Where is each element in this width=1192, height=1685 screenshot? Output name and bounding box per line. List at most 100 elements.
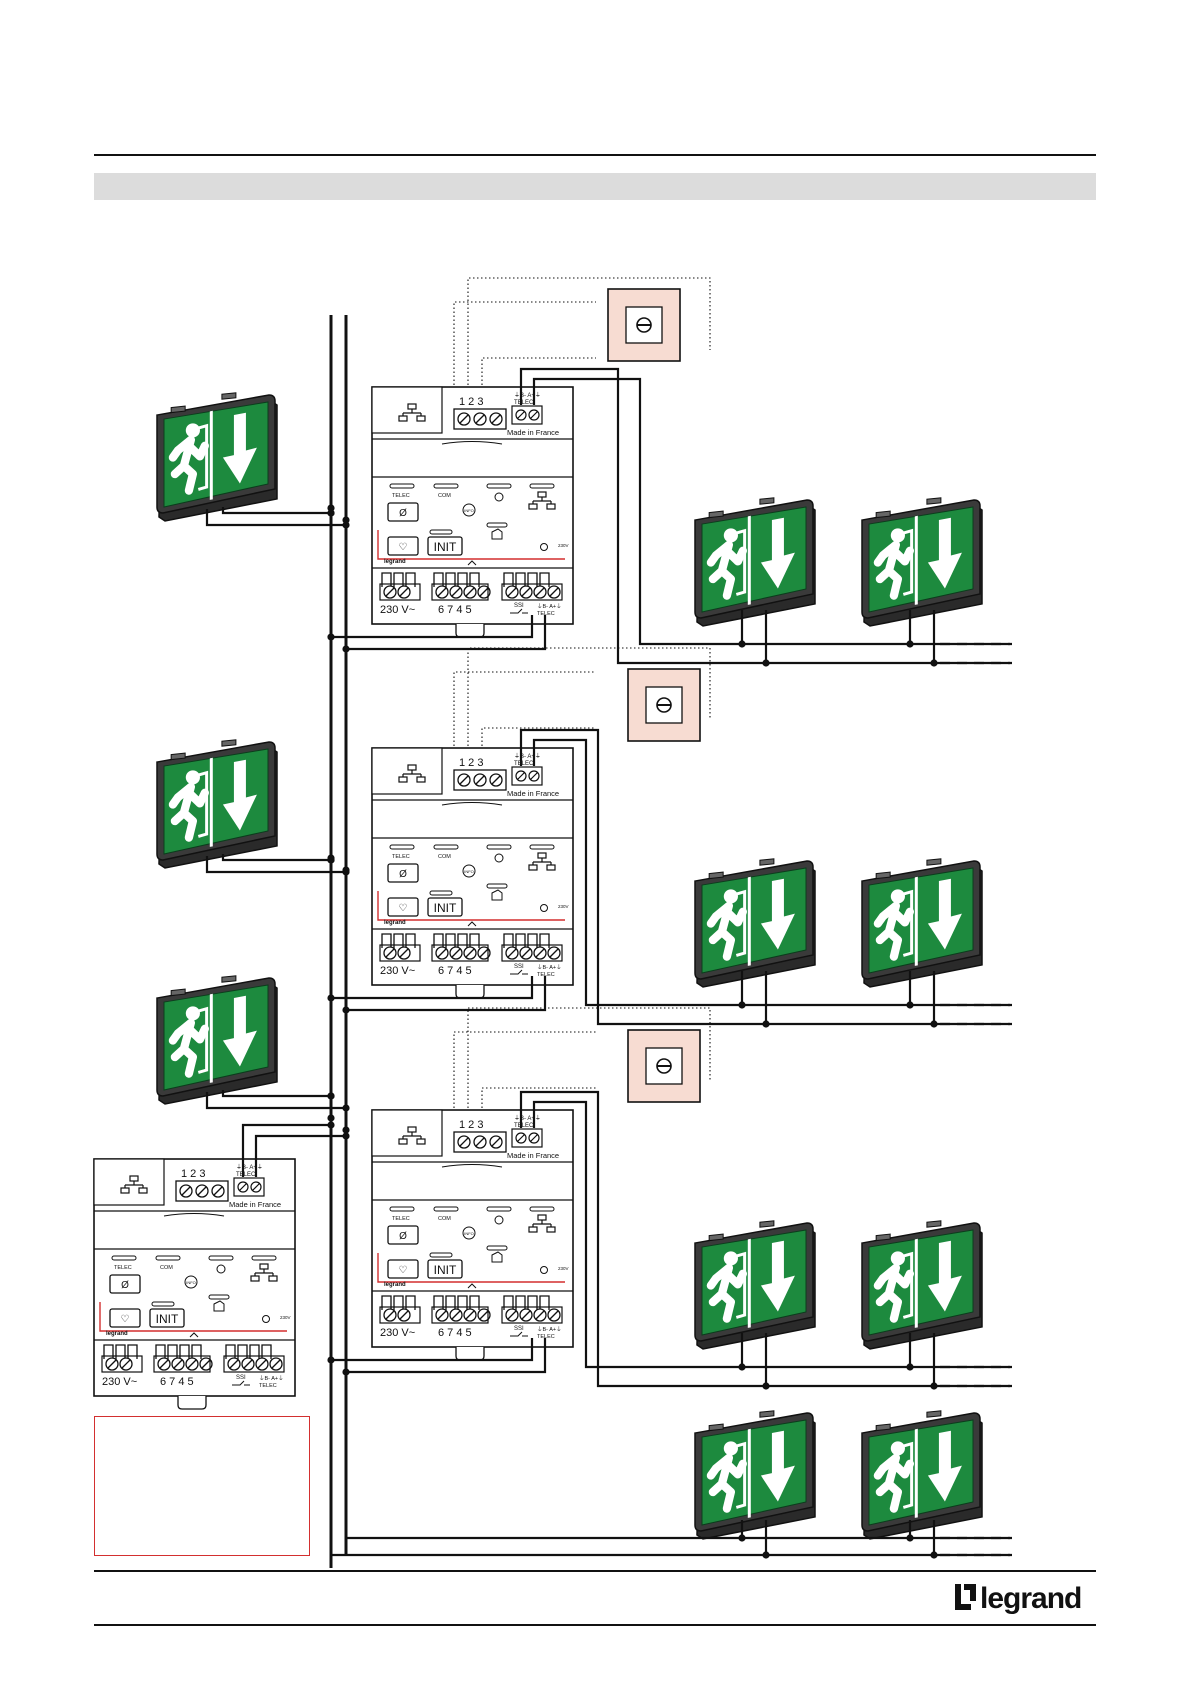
home-icon bbox=[491, 889, 503, 901]
junction-dot bbox=[327, 994, 335, 1002]
terminal-tab bbox=[405, 572, 416, 587]
mount-clip bbox=[708, 510, 724, 519]
mount-clip bbox=[926, 858, 942, 866]
terminal-screw bbox=[473, 412, 487, 426]
test-button-icon: Ø bbox=[399, 869, 407, 880]
bus-wire-a bbox=[519, 367, 1010, 665]
body bbox=[706, 1453, 748, 1513]
voltage-label: 230 V~ bbox=[380, 1327, 415, 1339]
terminal-screw bbox=[195, 1184, 209, 1198]
mount-clip bbox=[875, 510, 891, 519]
terminal-tab bbox=[225, 1344, 236, 1359]
junction-dot bbox=[738, 1363, 746, 1371]
junction-dot bbox=[342, 1132, 350, 1140]
junction-dot bbox=[930, 1551, 938, 1559]
telec-label: TELEC bbox=[514, 761, 534, 767]
din-latch bbox=[455, 1347, 485, 1361]
terminal-frame bbox=[431, 944, 489, 962]
made-in-france: Made in France bbox=[507, 1151, 559, 1160]
init-button bbox=[149, 1308, 185, 1328]
key-switch bbox=[607, 288, 681, 362]
lamp-button bbox=[387, 897, 419, 917]
terminal-screw bbox=[449, 946, 463, 960]
wire bbox=[221, 507, 331, 515]
terminal-frame bbox=[223, 1355, 285, 1373]
din-latch bbox=[177, 1396, 207, 1410]
terminal-screw bbox=[533, 1308, 547, 1322]
init-button bbox=[427, 897, 463, 917]
bus-bottom-label: ⏚B- A+⏚ bbox=[537, 603, 562, 610]
ssi-switch-icon bbox=[510, 969, 528, 975]
brand-small: legrand bbox=[106, 1331, 128, 1337]
info-label: INFO bbox=[464, 1231, 474, 1236]
legrand-logo: legrand bbox=[955, 1582, 1082, 1615]
bus-wire-a bbox=[519, 1090, 1010, 1388]
mount-clip bbox=[759, 497, 775, 505]
junction-dot bbox=[930, 1382, 938, 1390]
terminal-tab bbox=[539, 572, 550, 587]
terminal-screw bbox=[533, 946, 547, 960]
ssi-switch-icon bbox=[232, 1380, 250, 1386]
key-switch bbox=[627, 668, 701, 742]
junction-dot bbox=[930, 1020, 938, 1028]
exit-sign bbox=[156, 739, 278, 869]
terminal-tab bbox=[503, 933, 514, 948]
din-latch bbox=[455, 624, 485, 638]
bus-bottom-label: ⏚B- A+⏚ bbox=[537, 1326, 562, 1333]
telec-bottom-label: TELEC bbox=[537, 1334, 555, 1340]
side-label: 230V bbox=[280, 1315, 291, 1320]
key-wire bbox=[481, 727, 596, 754]
init-button bbox=[427, 536, 463, 556]
led-indicator bbox=[529, 844, 555, 850]
terminal-tab bbox=[539, 1295, 550, 1310]
voltage-label: 230 V~ bbox=[102, 1376, 137, 1388]
down-arrow-icon bbox=[222, 412, 257, 484]
net-port-box bbox=[371, 386, 443, 434]
telec-led-label: TELEC bbox=[392, 854, 410, 860]
net-port-box bbox=[371, 747, 443, 795]
led-indicator bbox=[529, 483, 555, 489]
terminal-screw bbox=[269, 1357, 283, 1371]
home-icon bbox=[491, 1251, 503, 1263]
terminals-6745-label: 6 7 4 5 bbox=[438, 604, 472, 616]
test-button bbox=[387, 1225, 419, 1245]
terminal-tab bbox=[515, 1295, 526, 1310]
mount-clip bbox=[170, 752, 186, 761]
sign-divider bbox=[914, 1428, 918, 1518]
terminal-screw bbox=[179, 1184, 193, 1198]
terminal-screw bbox=[185, 1357, 199, 1371]
body bbox=[706, 1263, 748, 1323]
wire bbox=[331, 976, 534, 1000]
bezel-curve bbox=[441, 1164, 503, 1168]
junction-dot bbox=[762, 659, 770, 667]
wire bbox=[221, 1090, 331, 1098]
junction-dot bbox=[342, 1368, 350, 1376]
terminal-tab bbox=[103, 1344, 114, 1359]
info-icon bbox=[462, 503, 476, 517]
terminal-frame bbox=[501, 583, 563, 601]
running-man-icon bbox=[873, 528, 915, 600]
mount-clip bbox=[875, 871, 891, 880]
terminal-frame bbox=[501, 1306, 563, 1324]
red-line bbox=[377, 530, 565, 560]
exit-sign bbox=[694, 497, 816, 627]
terminal-screw bbox=[473, 773, 487, 787]
terminal-label-123: 1 2 3 bbox=[459, 396, 483, 408]
test-button bbox=[387, 863, 419, 883]
exit-sign bbox=[156, 975, 278, 1105]
terminal-screw bbox=[489, 412, 503, 426]
wire bbox=[346, 1338, 547, 1374]
terminal-frame bbox=[501, 944, 563, 962]
terminal-tab bbox=[457, 572, 468, 587]
terminal-tab bbox=[515, 933, 526, 948]
legend-box bbox=[94, 1416, 310, 1556]
lamp-button-icon: ♡ bbox=[399, 903, 408, 914]
terminal-label-123: 1 2 3 bbox=[459, 757, 483, 769]
door-frame bbox=[735, 528, 747, 596]
junction-dot bbox=[327, 854, 335, 862]
body bbox=[168, 435, 210, 495]
junction-dot bbox=[906, 1363, 914, 1371]
junction-dot bbox=[342, 516, 350, 524]
